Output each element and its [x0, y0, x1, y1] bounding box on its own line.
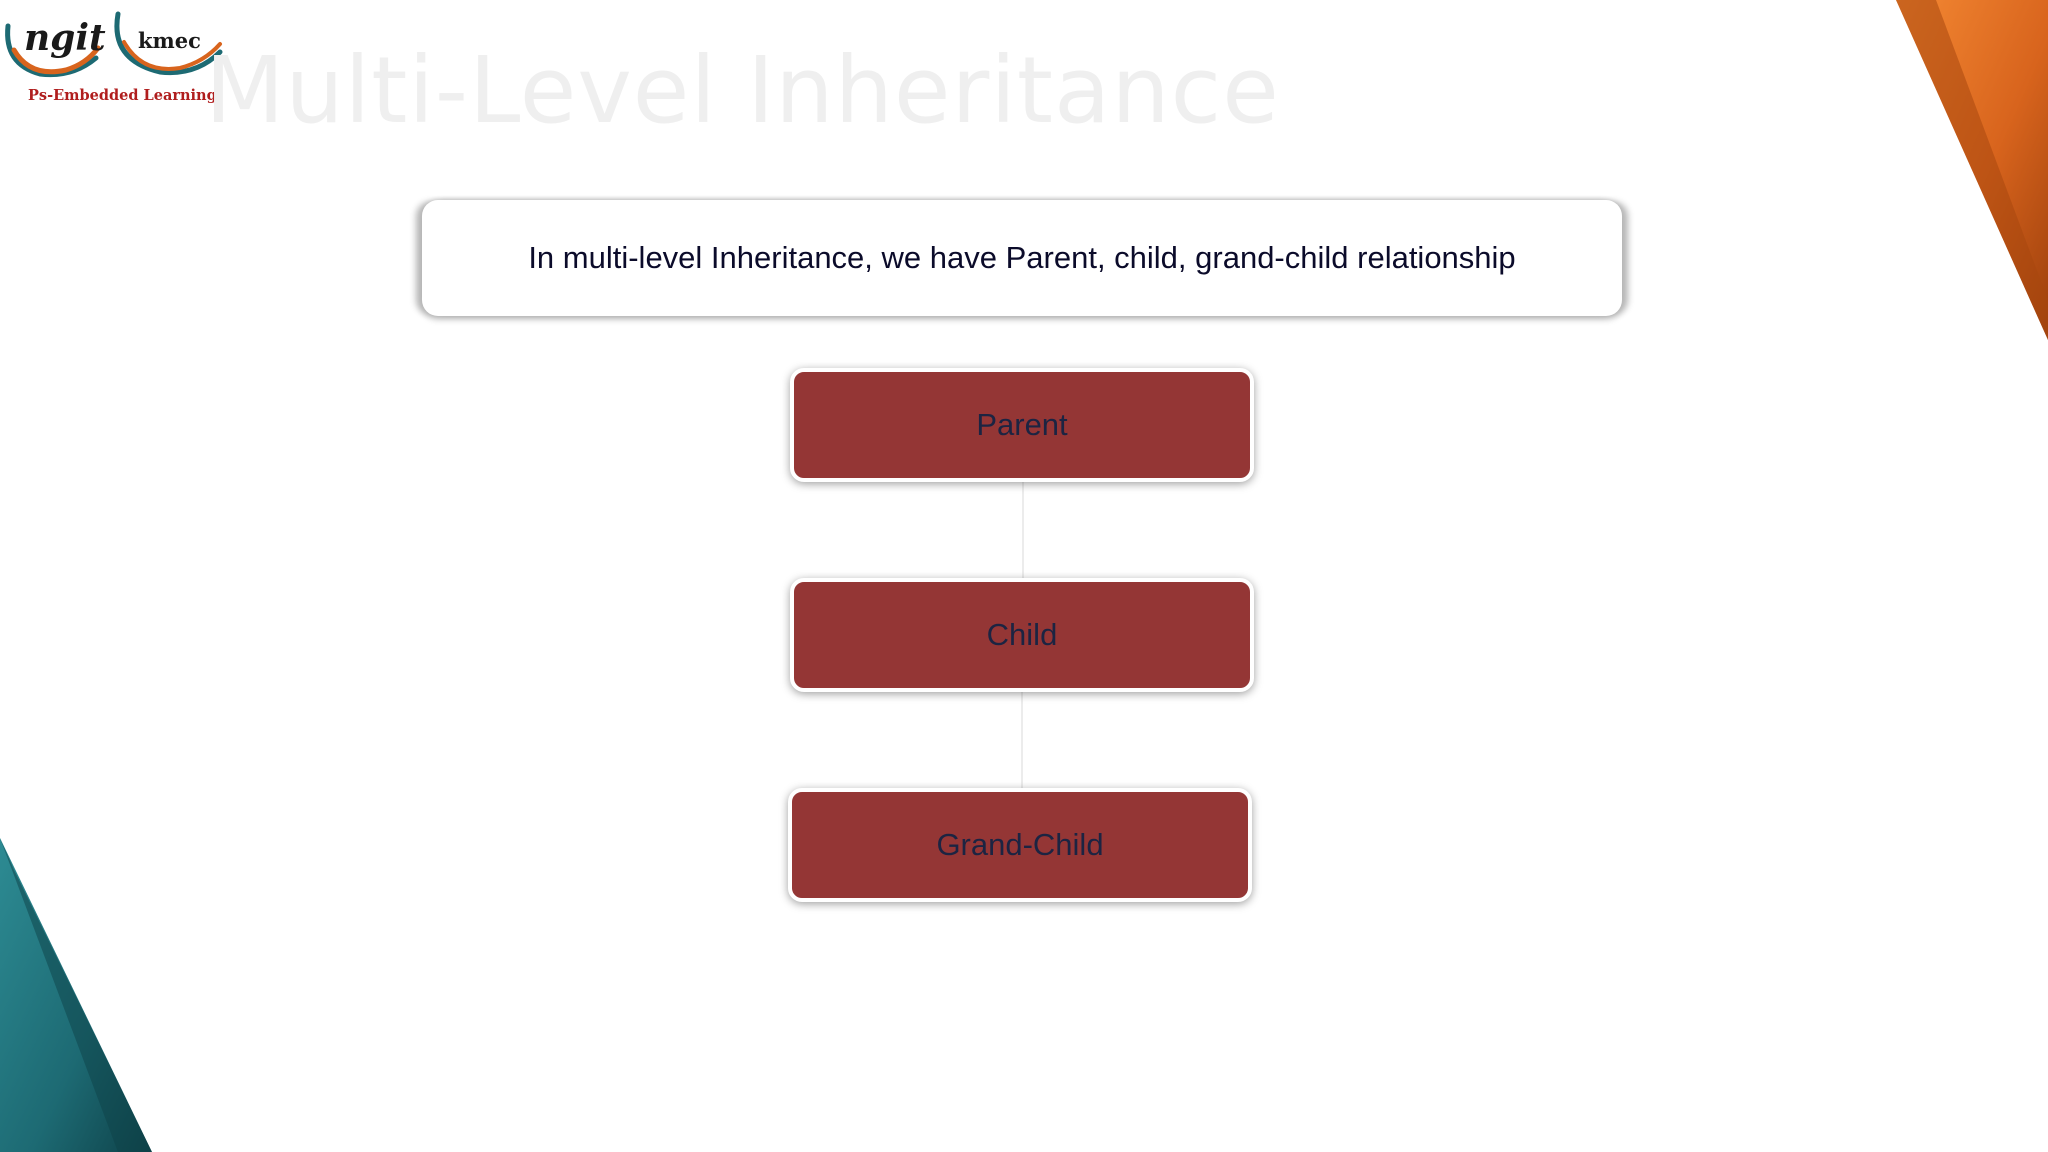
connector-line	[1021, 692, 1023, 792]
hierarchy-node-grand-child: Grand-Child	[788, 788, 1252, 902]
connector-line	[1022, 482, 1024, 582]
description-box: In multi-level Inheritance, we have Pare…	[422, 200, 1622, 316]
description-text: In multi-level Inheritance, we have Pare…	[528, 240, 1516, 275]
orange-corner-triangle	[1896, 0, 2048, 340]
institution-logos: ngit kmec Ps-Embedded Learning	[0, 8, 230, 110]
logo-image: ngit kmec Ps-Embedded Learning	[5, 11, 223, 104]
svg-text:kmec: kmec	[138, 28, 201, 53]
hierarchy-node-parent: Parent	[790, 368, 1254, 482]
svg-text:ngit: ngit	[24, 17, 106, 59]
teal-corner-triangle	[0, 838, 152, 1152]
svg-text:Ps-Embedded Learning: Ps-Embedded Learning	[28, 87, 217, 104]
node-label: Child	[986, 617, 1058, 652]
node-label: Grand-Child	[936, 827, 1104, 862]
node-label: Parent	[976, 407, 1068, 442]
hierarchy-node-child: Child	[790, 578, 1254, 692]
slide-title: Multi-Level Inheritance	[205, 37, 1280, 144]
